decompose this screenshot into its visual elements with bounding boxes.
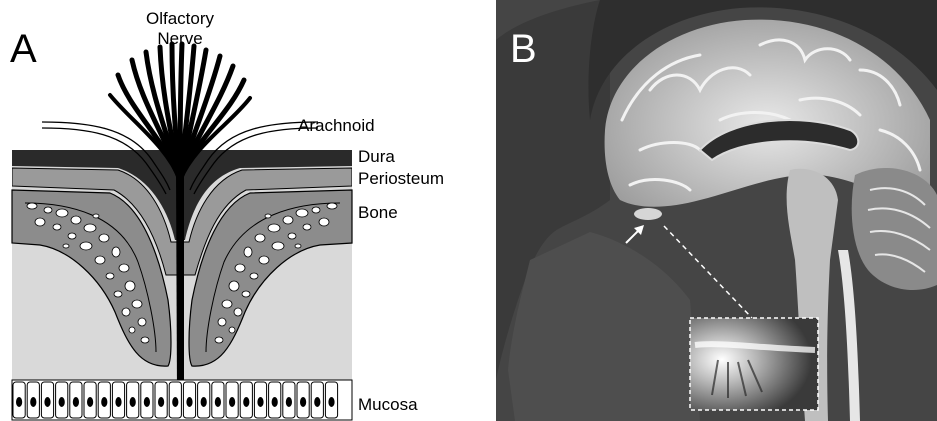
label-dura: Dura: [358, 147, 395, 166]
mucosa-layer: [12, 380, 352, 420]
mucosa-cells: [13, 382, 338, 418]
mucosa-cell-nucleus: [17, 398, 22, 407]
mucosa-cell-nucleus: [116, 398, 121, 407]
mucosa-cell-nucleus: [201, 398, 206, 407]
olfactory-nerve-trunk: [176, 170, 184, 392]
mucosa-cell-nucleus: [286, 398, 291, 407]
mucosa-cell-nucleus: [301, 398, 306, 407]
mucosa-cell-nucleus: [159, 398, 164, 407]
panel-a-letter: A: [10, 27, 37, 71]
mucosa-cell-nucleus: [102, 398, 107, 407]
mucosa-cell-nucleus: [130, 398, 135, 407]
mucosa-cell-nucleus: [73, 398, 78, 407]
mucosa-cell-nucleus: [272, 398, 277, 407]
mucosa-cell-nucleus: [215, 398, 220, 407]
mucosa-cell-nucleus: [329, 398, 334, 407]
panel-b-letter: B: [510, 27, 537, 71]
label-bone: Bone: [358, 203, 398, 222]
mucosa-cell-nucleus: [45, 398, 50, 407]
mucosa-cell-nucleus: [258, 398, 263, 407]
inset-image: [690, 318, 818, 410]
panel-a: A: [10, 9, 444, 420]
mucosa-cell-nucleus: [144, 398, 149, 407]
label-nerve: Nerve: [157, 29, 202, 48]
mucosa-cell-nucleus: [315, 398, 320, 407]
mucosa-cell-nucleus: [244, 398, 249, 407]
mucosa-cell-nucleus: [173, 398, 178, 407]
mri-inset: [690, 318, 818, 410]
label-periosteum: Periosteum: [358, 169, 444, 188]
panel-b: B: [496, 0, 937, 421]
label-arachnoid: Arachnoid: [298, 116, 375, 135]
mucosa-cell-nucleus: [230, 398, 235, 407]
mucosa-cell-nucleus: [59, 398, 64, 407]
mucosa-cell-nucleus: [88, 398, 93, 407]
mri-olfactory-bright-spot: [634, 208, 662, 220]
label-mucosa: Mucosa: [358, 395, 418, 414]
label-olfactory: Olfactory: [146, 9, 215, 28]
mucosa-cell-nucleus: [31, 398, 36, 407]
mucosa-cell-nucleus: [187, 398, 192, 407]
